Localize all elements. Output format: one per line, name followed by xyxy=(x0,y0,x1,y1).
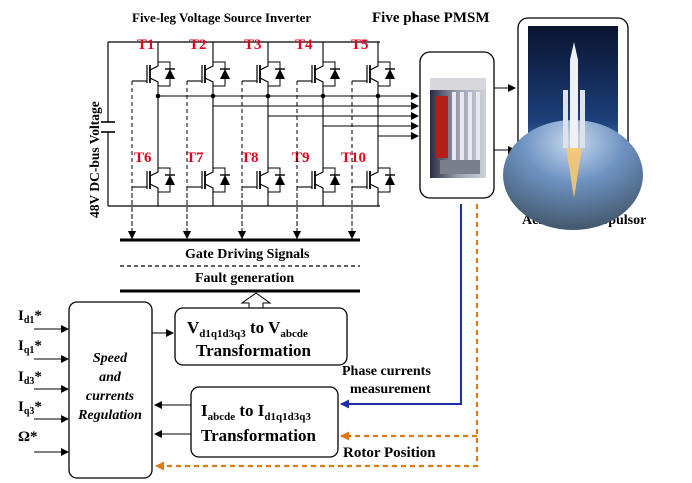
motor-title: Five phase PMSM xyxy=(372,10,490,26)
inverter-title: Five-leg Voltage Source Inverter xyxy=(132,10,311,25)
regulation-text: Speed and currents Regulation xyxy=(77,351,142,423)
input-id3-label: Id3* xyxy=(18,369,42,387)
switch-bottom-3-diode xyxy=(275,175,285,185)
v-transform-title: Vd1q1d3q3 to Vabcde xyxy=(187,318,308,340)
regulation-block xyxy=(68,301,153,479)
switch-top-1-body xyxy=(149,54,159,94)
switch-label-t1: T1 xyxy=(137,37,155,53)
input-id1-label: Id1* xyxy=(18,308,42,326)
i-transform-title: Iabcde to Id1q1d3q3 xyxy=(201,401,311,423)
dc-bus xyxy=(101,41,380,207)
inverter-legs xyxy=(128,42,395,239)
switch-bottom-4-diode xyxy=(330,175,340,185)
v-transform-label: Transformation xyxy=(196,341,311,360)
svg-text:Regulation: Regulation xyxy=(77,408,142,423)
top-switch-labels: T1 T2 T3 T4 T5 xyxy=(137,37,369,53)
svg-text:and: and xyxy=(99,370,122,385)
switch-label-t6: T6 xyxy=(134,150,152,166)
switch-label-t8: T8 xyxy=(241,150,259,166)
switch-top-2-diode xyxy=(220,69,230,79)
switch-label-t3: T3 xyxy=(244,37,262,53)
reference-inputs: Id1* Iq1* Id3* Iq3* Ω* xyxy=(18,308,42,445)
phase-currents-label: Phase currents xyxy=(342,364,431,379)
fault-label: Fault generation xyxy=(195,271,294,286)
bottom-switch-labels: T6 T7 T8 T9 T10 xyxy=(134,150,366,166)
switch-bottom-3-body xyxy=(259,160,269,200)
phase-output-lines xyxy=(158,92,419,140)
switch-bottom-1-diode xyxy=(165,175,175,185)
rotor-position-label: Rotor Position xyxy=(343,445,436,461)
switch-label-t9: T9 xyxy=(292,150,310,166)
switch-top-4-diode xyxy=(330,69,340,79)
i-transform-label: Transformation xyxy=(201,426,316,445)
rotor-feedback-to-regulation xyxy=(155,204,479,471)
switch-label-t7: T7 xyxy=(186,150,204,166)
switch-bottom-2-diode xyxy=(220,175,230,185)
i-transformation-block xyxy=(190,386,339,458)
switch-bottom-4-body xyxy=(314,160,324,200)
gate-bus-label: Gate Driving Signals xyxy=(185,247,310,262)
svg-text:Speed: Speed xyxy=(93,351,128,366)
switch-top-3-body xyxy=(259,54,269,94)
svg-text:currents: currents xyxy=(86,389,135,404)
switch-bottom-2-body xyxy=(204,160,214,200)
switch-label-t5: T5 xyxy=(351,37,369,53)
dc-bus-label: 48V DC-bus Voltage xyxy=(87,101,102,218)
switch-top-5-diode xyxy=(385,69,395,79)
phase-current-feedback-line xyxy=(340,204,462,409)
measurement-label: measurement xyxy=(350,382,431,397)
switch-label-t10: T10 xyxy=(341,150,366,166)
switch-top-4-body xyxy=(314,54,324,94)
switch-bottom-1-body xyxy=(149,160,159,200)
switch-top-2-body xyxy=(204,54,214,94)
switch-bottom-5-diode xyxy=(385,175,395,185)
input-omega-label: Ω* xyxy=(18,429,38,445)
motor-image xyxy=(430,78,486,178)
rocket-image xyxy=(503,26,643,230)
switch-label-t4: T4 xyxy=(295,37,313,53)
input-arrows xyxy=(34,325,69,456)
switch-top-3-diode xyxy=(275,69,285,79)
switch-label-t2: T2 xyxy=(189,37,207,53)
input-iq3-label: Iq3* xyxy=(18,399,42,417)
v-transformation-block xyxy=(174,307,348,366)
switch-bottom-5-body xyxy=(369,160,379,200)
switch-top-1-diode xyxy=(165,69,175,79)
input-iq1-label: Iq1* xyxy=(18,338,42,356)
switch-top-5-body xyxy=(369,54,379,94)
